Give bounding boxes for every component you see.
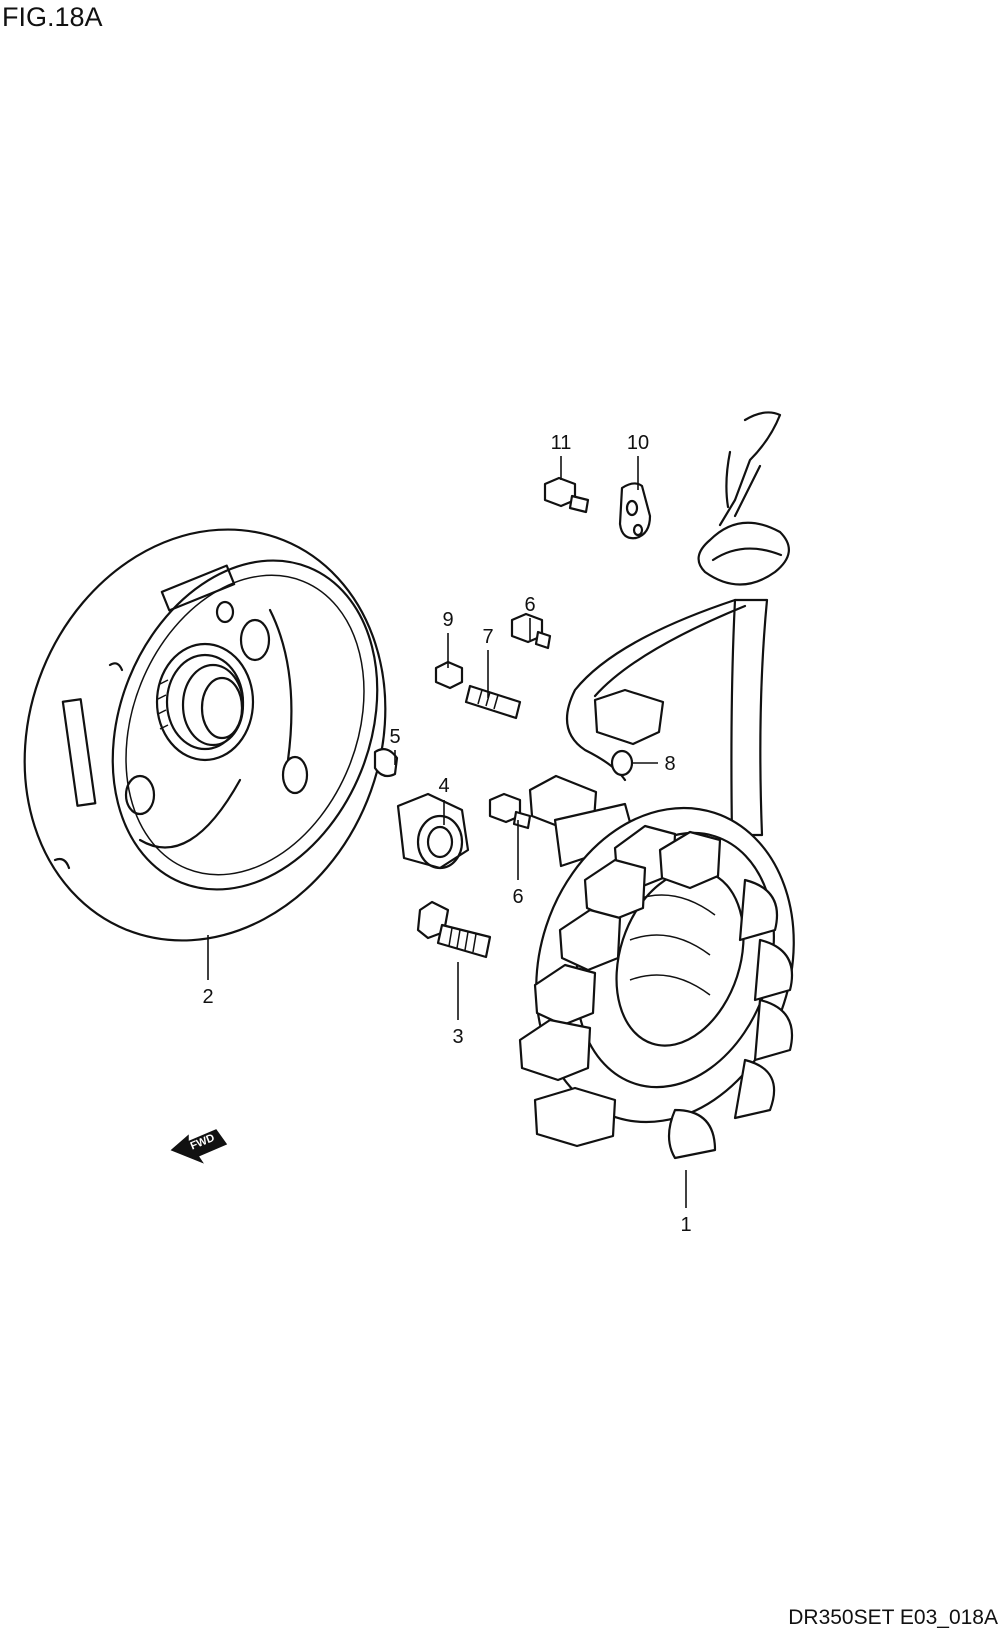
clamp-bolt: [543, 476, 590, 514]
callout-5: 5: [389, 726, 400, 748]
leader-lines: [207, 456, 687, 1208]
forward-arrow-icon: FWD: [170, 1129, 228, 1164]
figure-title: FIG.18A: [2, 2, 103, 32]
callout-11: 11: [551, 432, 572, 454]
bolt-upper: [510, 612, 552, 650]
rotor-nut: [396, 792, 470, 870]
flywheel-rotor: [23, 528, 387, 942]
callout-2: 2: [202, 986, 213, 1008]
callout-8: 8: [664, 753, 675, 775]
callout-10: 10: [627, 432, 649, 454]
stator-screw: [416, 900, 492, 959]
callout-6-lower: 6: [512, 886, 523, 908]
small-nut: [434, 660, 464, 690]
callout-6-upper: 6: [524, 594, 535, 616]
callout-7: 7: [482, 626, 493, 648]
callout-labels: 1 2 3 4 5 6 6 7 8 9 10 11: [202, 432, 691, 1236]
bolt-lower: [488, 792, 532, 830]
stator-assembly: [518, 411, 795, 1160]
callout-9: 9: [442, 609, 453, 631]
wire-clamp: [618, 482, 652, 540]
callout-3: 3: [452, 1026, 463, 1048]
stud-pin: [464, 684, 522, 720]
drawing-code: DR350SET E03_018A: [788, 1606, 998, 1629]
callout-4: 4: [438, 775, 449, 797]
woodruff-key: [373, 747, 399, 778]
callout-1: 1: [680, 1214, 691, 1236]
